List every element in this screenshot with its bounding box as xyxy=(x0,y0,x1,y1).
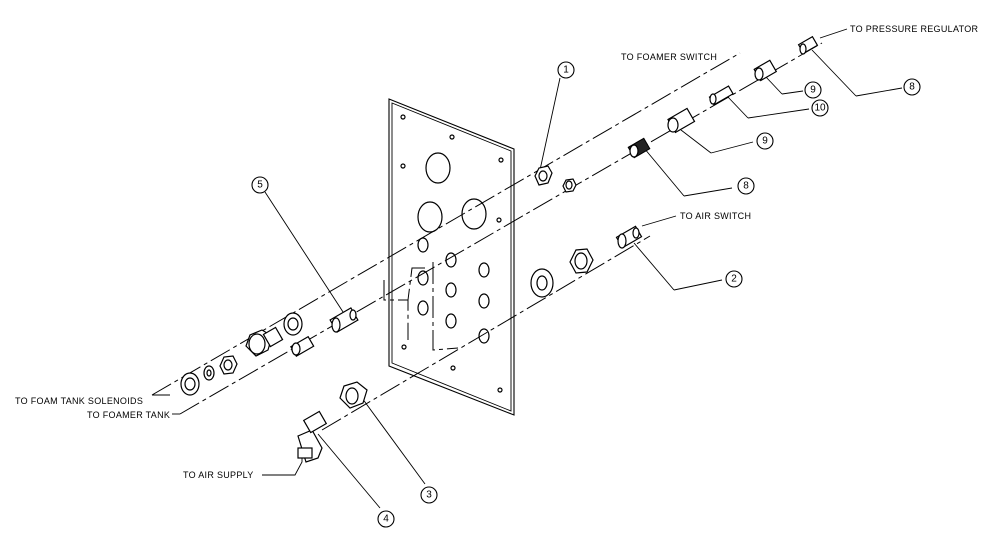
callout-5: 5 xyxy=(251,176,269,194)
small-washer xyxy=(203,365,215,381)
part-8-fitting-upper xyxy=(797,35,819,55)
svg-text:1: 1 xyxy=(563,65,569,76)
label-to-air-supply: TO AIR SUPPLY xyxy=(183,470,254,480)
part-8-threaded-fitting xyxy=(627,137,651,159)
callout-2: 2 xyxy=(725,270,743,288)
callout-9-upper: 9 xyxy=(804,81,822,99)
svg-text:2: 2 xyxy=(731,274,737,285)
callout-4: 4 xyxy=(377,510,395,528)
part-9-coupling-lower xyxy=(667,107,696,134)
label-leaders xyxy=(152,28,848,476)
callout-8-lower: 8 xyxy=(737,177,755,195)
label-to-pressure-regulator: TO PRESSURE REGULATOR xyxy=(850,24,979,34)
part-3-hex-bushing xyxy=(339,381,368,409)
svg-text:8: 8 xyxy=(909,82,915,93)
callout-10: 10 xyxy=(811,99,829,117)
part-9-coupling-upper xyxy=(753,59,778,82)
label-to-air-switch: TO AIR SWITCH xyxy=(680,211,751,221)
label-to-foamer-tank: TO FOAMER TANK xyxy=(87,410,170,420)
label-to-foam-tank-solenoids: TO FOAM TANK SOLENOIDS xyxy=(15,396,143,406)
callout-1: 1 xyxy=(557,61,575,79)
small-nut xyxy=(219,355,238,375)
svg-text:4: 4 xyxy=(383,514,389,525)
small-fitting xyxy=(290,335,315,358)
svg-text:8: 8 xyxy=(743,181,749,192)
end-fitting xyxy=(180,372,200,396)
part-10-nipple xyxy=(708,85,734,106)
callout-9-lower: 9 xyxy=(756,132,774,150)
part-2-bulkhead-fitting xyxy=(615,225,643,249)
svg-text:9: 9 xyxy=(762,136,768,147)
label-to-foamer-switch: TO FOAMER SWITCH xyxy=(621,52,717,62)
svg-text:5: 5 xyxy=(257,180,263,191)
hex-nut xyxy=(562,178,577,193)
o-ring xyxy=(283,312,303,336)
callout-3: 3 xyxy=(420,486,438,504)
svg-text:10: 10 xyxy=(814,103,826,114)
callout-8-upper: 8 xyxy=(903,78,921,96)
panel-nut xyxy=(569,248,594,274)
svg-text:9: 9 xyxy=(810,85,816,96)
part-5-fitting xyxy=(329,307,359,333)
svg-text:3: 3 xyxy=(426,490,432,501)
leader-lines xyxy=(264,49,903,509)
text-labels: TO FOAMER SWITCH TO PRESSURE REGULATOR T… xyxy=(15,24,979,480)
large-connector xyxy=(245,326,284,357)
part-4-elbow xyxy=(297,410,328,463)
callouts: 1 2 3 4 5 8 9 10 xyxy=(251,61,921,528)
part-1-lock-nut xyxy=(534,165,553,186)
washer xyxy=(530,268,554,298)
